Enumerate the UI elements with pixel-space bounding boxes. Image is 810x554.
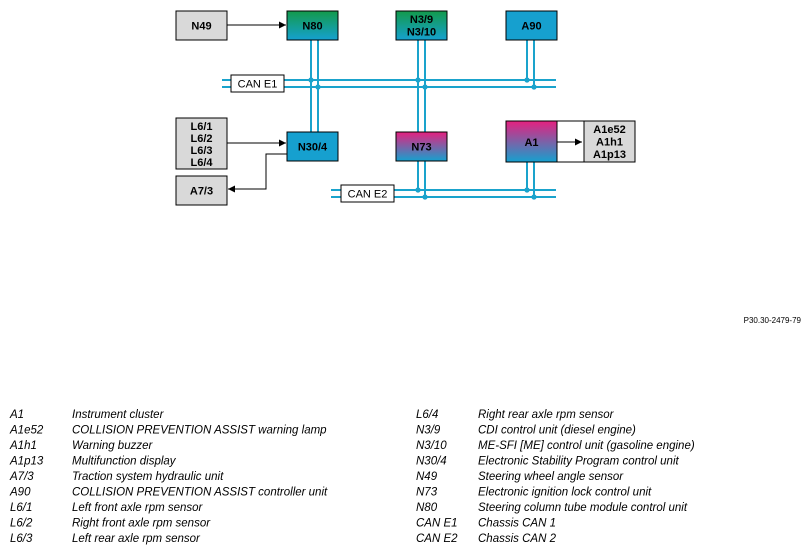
block-a1e52-label: A1e52	[593, 124, 625, 136]
legend-desc: Steering wheel angle sensor	[478, 471, 624, 483]
legend-code: L6/2	[10, 518, 33, 530]
legend-desc: Steering column tube module control unit	[478, 502, 688, 514]
legend-code: A1	[9, 409, 24, 421]
block-l6-3-label: L6/3	[190, 145, 212, 157]
block-a1h1-label: A1h1	[596, 137, 623, 149]
block-n49: N49	[175, 10, 228, 41]
legend-desc: Instrument cluster	[72, 409, 165, 421]
block-n30-4-label: N30/4	[298, 142, 328, 154]
legend-desc: Multifunction display	[72, 456, 177, 468]
legend-desc: Warning buzzer	[72, 440, 153, 452]
legend-desc: CDI control unit (diesel engine)	[478, 425, 636, 437]
block-n80: N80	[286, 10, 339, 41]
can-e2-label: CAN E2	[340, 184, 395, 203]
block-a1-label: A1	[524, 137, 538, 149]
legend-code: N73	[416, 487, 438, 499]
junction-dots	[308, 77, 537, 200]
can-e1-text: CAN E1	[238, 79, 278, 91]
figure-reference: P30.30-2479-79	[744, 316, 802, 325]
legend-code: N80	[416, 502, 438, 514]
can-e1-label: CAN E1	[230, 74, 285, 93]
block-a90: A90	[505, 10, 558, 41]
legend-desc: COLLISION PREVENTION ASSIST warning lamp	[72, 425, 327, 437]
block-a1p13-label: A1p13	[593, 149, 626, 161]
legend: A1 Instrument cluster A1e52 COLLISION PR…	[9, 409, 695, 545]
block-n3-9: N3/9 N3/10	[395, 10, 448, 41]
legend-code: CAN E2	[416, 533, 458, 545]
legend-right: L6/4 Right rear axle rpm sensor N3/9 CDI…	[416, 409, 695, 545]
block-a90-label: A90	[521, 21, 541, 33]
n30-4-to-a7-3-arrow	[228, 153, 287, 193]
legend-code: A1p13	[9, 456, 44, 468]
legend-code: A90	[9, 487, 31, 499]
block-a7-3: A7/3	[175, 175, 228, 206]
legend-desc: Left front axle rpm sensor	[72, 502, 204, 514]
legend-left: A1 Instrument cluster A1e52 COLLISION PR…	[9, 409, 328, 545]
legend-desc: ME-SFI [ME] control unit (gasoline engin…	[478, 440, 695, 452]
block-l6-1-label: L6/1	[190, 121, 212, 133]
block-n73-label: N73	[411, 142, 431, 154]
legend-desc: Traction system hydraulic unit	[72, 471, 224, 483]
legend-desc: Left rear axle rpm sensor	[72, 533, 201, 545]
block-n30-4: N30/4	[286, 131, 339, 162]
block-a1: A1	[505, 120, 558, 163]
block-a7-3-label: A7/3	[190, 186, 213, 198]
legend-code: N30/4	[416, 456, 447, 468]
block-n49-label: N49	[191, 21, 211, 33]
legend-desc: Right rear axle rpm sensor	[478, 409, 615, 421]
legend-desc: Right front axle rpm sensor	[72, 518, 211, 530]
can-e2-text: CAN E2	[348, 189, 388, 201]
block-n73: N73	[395, 131, 448, 162]
legend-code: L6/3	[10, 533, 33, 545]
block-l6: L6/1 L6/2 L6/3 L6/4	[175, 117, 228, 170]
block-l6-4-label: L6/4	[190, 157, 213, 169]
legend-code: L6/1	[10, 502, 32, 514]
block-n80-label: N80	[302, 21, 322, 33]
legend-code: N49	[416, 471, 438, 483]
legend-code: A1e52	[9, 425, 44, 437]
legend-desc: Electronic ignition lock control unit	[478, 487, 652, 499]
block-l6-2-label: L6/2	[190, 133, 212, 145]
legend-desc: Chassis CAN 2	[478, 533, 557, 545]
block-n3-10-label: N3/10	[407, 27, 436, 39]
legend-desc: Electronic Stability Program control uni…	[478, 456, 679, 468]
legend-desc: COLLISION PREVENTION ASSIST controller u…	[72, 487, 328, 499]
legend-code: A7/3	[9, 471, 34, 483]
block-a1-sub: A1e52 A1h1 A1p13	[583, 120, 636, 163]
legend-code: A1h1	[9, 440, 37, 452]
legend-code: N3/9	[416, 425, 441, 437]
legend-code: L6/4	[416, 409, 438, 421]
legend-desc: Chassis CAN 1	[478, 518, 556, 530]
block-n3-9-label: N3/9	[410, 14, 433, 26]
legend-code: N3/10	[416, 440, 447, 452]
bus-drops	[310, 40, 535, 197]
legend-code: CAN E1	[416, 518, 458, 530]
